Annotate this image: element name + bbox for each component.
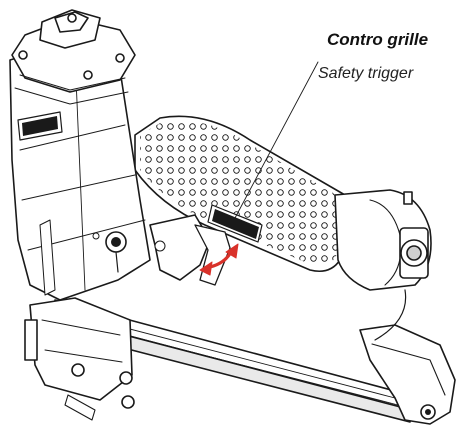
trigger-assembly	[92, 214, 231, 286]
callout-label-primary: Contro grille	[327, 30, 429, 49]
nose-base	[24, 297, 135, 421]
logo-plate-handle	[207, 204, 263, 243]
magazine-rail	[54, 299, 413, 423]
top-cap	[11, 9, 136, 105]
logo-plate-front	[17, 111, 63, 141]
curved-red-arrow-icon	[199, 243, 239, 276]
callout-leader-line	[234, 61, 319, 219]
callout-label-secondary: Safety trigger	[318, 65, 414, 82]
air-hose-line	[374, 289, 407, 341]
magazine-end-cap	[359, 324, 456, 425]
rear-cap	[334, 189, 432, 291]
